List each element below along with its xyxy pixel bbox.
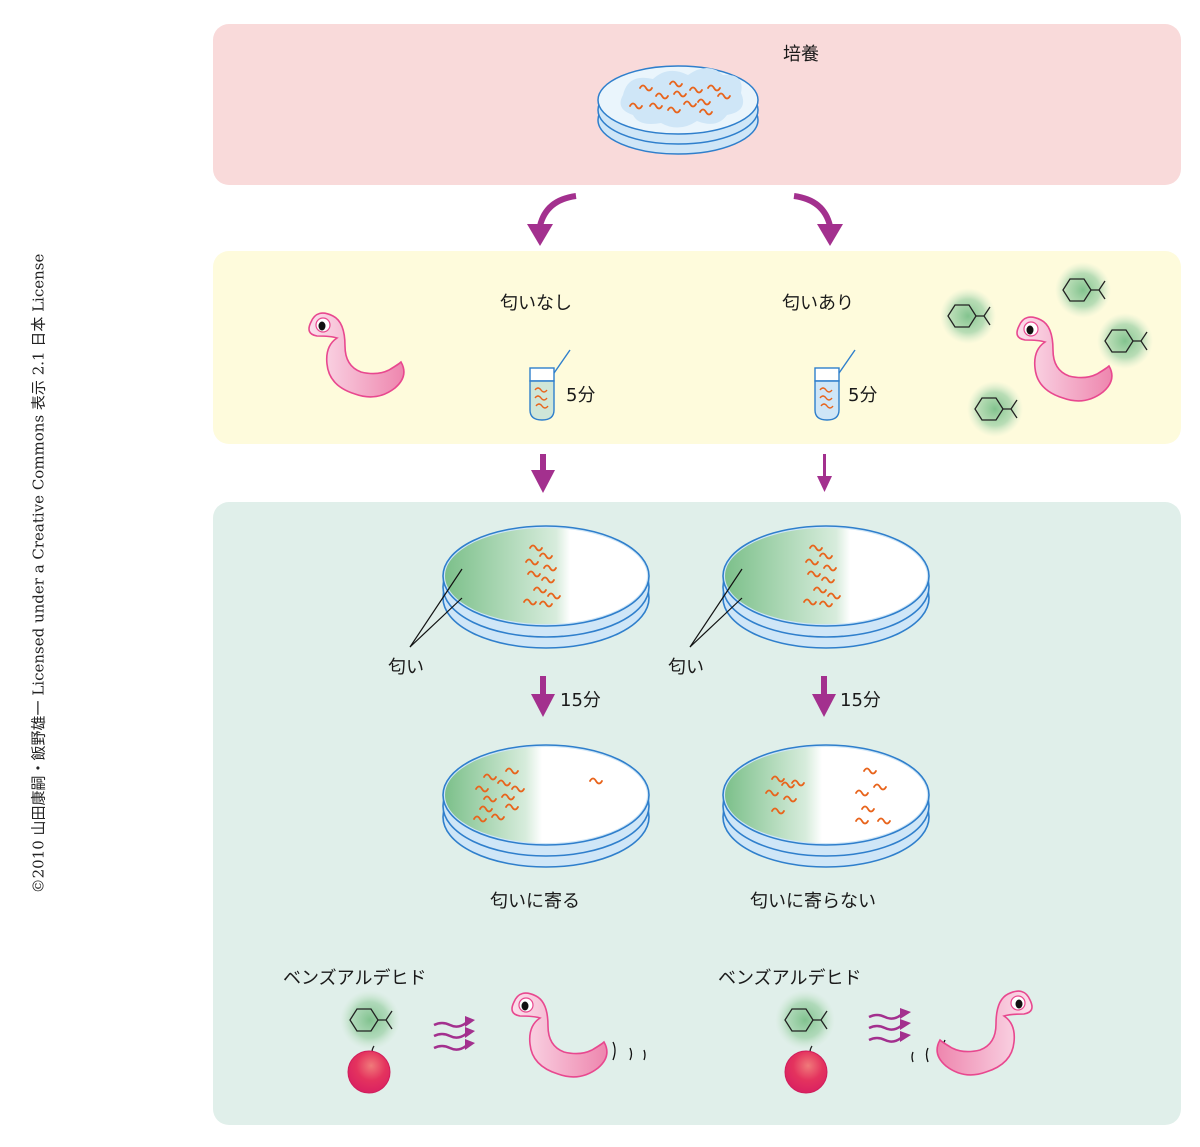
assay-plate-before-right [722,525,930,649]
wait-right: 15分 [840,690,881,711]
odor-label-left: 匂い [388,657,424,678]
odor-pointer-left [409,568,463,648]
with-odor-label: 匂いあり [782,293,854,314]
assay-plate-after-left [442,744,650,868]
odor-pointer-right [689,568,743,648]
wait-left: 15分 [560,690,601,711]
split-arrows [537,193,833,227]
worm-avoiding [936,990,1033,1076]
no-odor-label: 匂いなし [500,293,572,314]
culture-dish [597,65,759,155]
benzaldehyde-apple-left [340,990,400,1094]
odor-molecules [940,262,1153,437]
with-odor-duration: 5分 [848,385,878,406]
result-right: 匂いに寄らない [750,891,876,912]
result-left: 匂いに寄る [490,891,580,912]
worm-no-odor [308,312,405,398]
assay-plate-before-left [442,525,650,649]
benzaldehyde-apple-right [775,990,835,1094]
odor-waves-left [433,1021,467,1051]
odor-label-right: 匂い [668,657,704,678]
assay-plate-after-right [722,744,930,868]
worm-attracted [511,992,608,1078]
chemical-label-left: ベンズアルデヒド [283,968,427,989]
no-odor-duration: 5分 [566,385,596,406]
motion-lines-left [612,1041,646,1061]
chemical-label-right: ベンズアルデヒド [718,968,862,989]
tube-no-odor [529,349,571,421]
worm-with-odor [1016,316,1113,402]
culture-title: 培養 [783,44,819,65]
odor-waves-right [868,1013,902,1043]
tube-with-odor [814,349,856,421]
